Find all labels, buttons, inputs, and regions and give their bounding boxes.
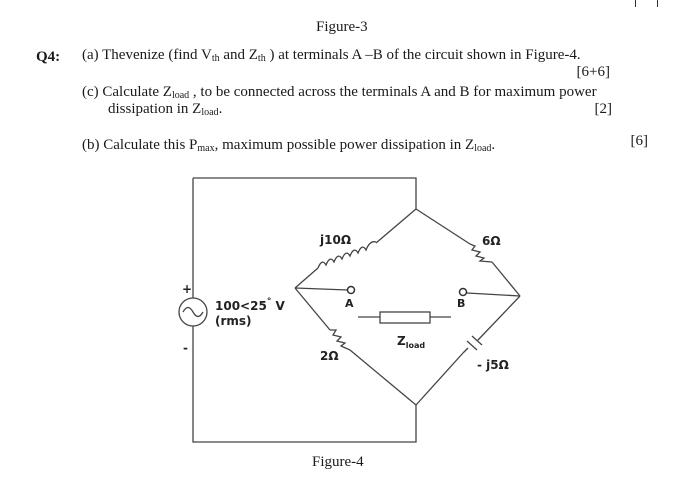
ac-source xyxy=(178,297,208,327)
inductor-coil xyxy=(317,241,377,269)
terminal-b-node xyxy=(458,287,468,297)
source-rms-label: (rms) xyxy=(215,314,252,328)
resistor-6ohm-label: 6Ω xyxy=(482,234,501,248)
figure-4-caption: Figure-4 xyxy=(312,454,364,470)
top-wire xyxy=(193,177,417,209)
scan-edge-mark xyxy=(657,0,658,7)
wire-inductor-to-left xyxy=(294,267,319,289)
wire-left-to-2ohm xyxy=(294,287,331,331)
source-plus-sign: + xyxy=(182,282,192,296)
part-c-marks: [2] xyxy=(594,101,613,117)
wire-to-terminal-a xyxy=(294,287,349,291)
part-b-text: (b) Calculate this Pmax, maximum possibl… xyxy=(82,137,496,154)
part-b-marks: [6] xyxy=(630,133,649,149)
resistor-2ohm xyxy=(330,329,351,351)
resistor-2ohm-label: 2Ω xyxy=(320,349,339,363)
resistor-6ohm xyxy=(469,243,493,263)
wire-2ohm-to-bottom xyxy=(349,349,417,406)
terminal-b-label: B xyxy=(457,297,465,310)
load-box xyxy=(379,311,431,324)
sine-wave-icon xyxy=(182,306,204,318)
capacitor-plate xyxy=(466,340,478,351)
terminal-a-node xyxy=(346,285,356,295)
capacitor-label: - j5Ω xyxy=(477,358,509,372)
wire-top-to-inductor xyxy=(375,208,417,244)
source-minus-sign: - xyxy=(183,341,188,355)
scan-edge-mark xyxy=(635,0,636,7)
part-c-text-line2: dissipation in Zload. xyxy=(108,101,223,118)
part-c-text: (c) Calculate Zload , to be connected ac… xyxy=(82,84,597,101)
terminal-a-label: A xyxy=(345,297,354,310)
wire-cap-to-bottom xyxy=(415,352,464,406)
part-a-marks: [6+6] xyxy=(576,64,610,80)
wire-to-terminal-b xyxy=(466,292,521,297)
load-label: Zload xyxy=(397,334,425,350)
wire-6ohm-to-right xyxy=(491,261,521,297)
source-value-label: 100<25° V xyxy=(215,297,285,313)
part-a-text: (a) Thevenize (find Vth and Zth ) at ter… xyxy=(82,47,581,64)
question-number: Q4: xyxy=(36,49,61,65)
inductor-label: j10Ω xyxy=(319,233,351,247)
wire-top-to-6ohm xyxy=(415,208,471,245)
wire-right-to-cap xyxy=(477,295,521,341)
figure-3-caption: Figure-3 xyxy=(316,19,368,35)
